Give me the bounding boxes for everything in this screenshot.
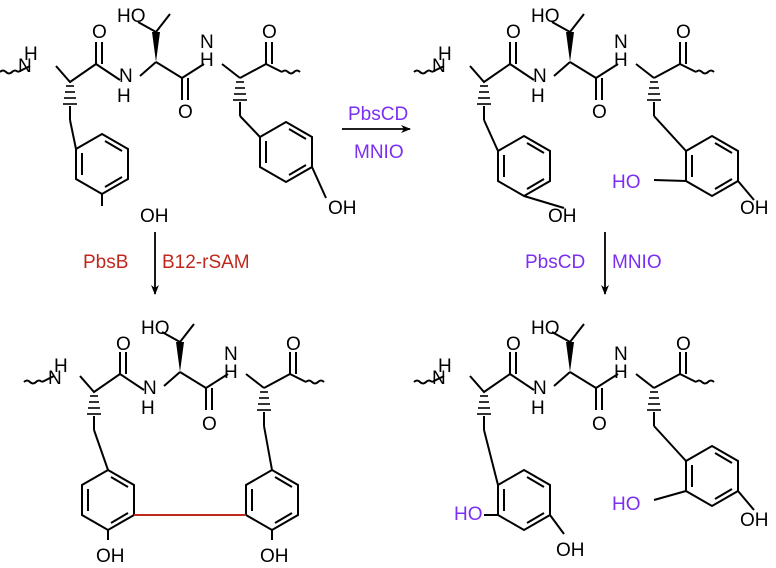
amide-h-label: H xyxy=(531,398,545,419)
amide-n-label: N xyxy=(200,32,214,53)
amide-n-label: N xyxy=(533,66,547,87)
thr-hydroxyl-label: HO xyxy=(531,6,560,27)
amide-h-label: H xyxy=(531,86,545,107)
nh-label-n: N xyxy=(432,368,446,389)
new-hydroxyl-label: HO xyxy=(612,172,641,193)
reagent-pbsb: PbsB xyxy=(83,252,128,273)
phenol-oh-label: OH xyxy=(548,206,577,227)
phenol-oh-label: OH xyxy=(328,198,357,219)
phenol-oh-label: OH xyxy=(556,540,585,561)
amide-n-label: N xyxy=(533,378,547,399)
amide-nh-label: H xyxy=(200,50,214,71)
amide-nh-label: H xyxy=(614,50,628,71)
carbonyl-o-label: O xyxy=(116,334,131,355)
nh-label-n: N xyxy=(18,56,32,77)
amide-h-label: H xyxy=(117,86,131,107)
amide-n-label: N xyxy=(119,66,133,87)
reagent-mnio: MNIO xyxy=(354,142,404,163)
tripeptide-starting-material xyxy=(0,13,327,206)
phenol-oh-label: OH xyxy=(740,510,769,531)
nh-label: H xyxy=(438,356,452,377)
amide-n-label: N xyxy=(224,344,238,365)
amide-n-label: N xyxy=(614,32,628,53)
carbonyl-o-label: O xyxy=(92,22,107,43)
tripeptide-bis-dihydroxylated xyxy=(413,323,755,535)
amide-h-label: H xyxy=(141,398,155,419)
tripeptide-crosslinked xyxy=(23,323,325,540)
carbonyl-o-label: O xyxy=(506,334,521,355)
amide-nh-label: H xyxy=(224,362,238,383)
amide-n-label: N xyxy=(614,344,628,365)
thr-hydroxyl-label: HO xyxy=(141,318,170,339)
carbonyl-o-label: O xyxy=(676,334,691,355)
amide-n-label: N xyxy=(143,378,157,399)
carbonyl-o-label: O xyxy=(676,22,691,43)
thr-hydroxyl-label: HO xyxy=(531,318,560,339)
tripeptide-mono-hydroxylated xyxy=(413,13,755,209)
nh-label: H xyxy=(24,44,38,65)
nh-label-n: N xyxy=(48,368,62,389)
phenol-oh-label: OH xyxy=(740,198,769,219)
nh-label: H xyxy=(54,356,68,377)
nh-label: H xyxy=(438,44,452,65)
carbonyl-o-label: O xyxy=(506,22,521,43)
phenol-oh-label: OH xyxy=(140,206,169,227)
new-hydroxyl-label: HO xyxy=(454,504,483,525)
phenol-oh-label: OH xyxy=(96,546,125,567)
new-hydroxyl-label: HO xyxy=(612,494,641,515)
phenol-oh-label: OH xyxy=(260,546,289,567)
thr-hydroxyl-label: HO xyxy=(117,6,146,27)
carbonyl-o-label: O xyxy=(178,102,193,123)
reagent-pbscd: PbsCD xyxy=(525,252,585,273)
reagent-b12rsam: B12-rSAM xyxy=(162,252,250,273)
carbonyl-o-label: O xyxy=(592,414,607,435)
reagent-pbscd: PbsCD xyxy=(348,104,408,125)
nh-label-n: N xyxy=(432,56,446,77)
carbonyl-o-label: O xyxy=(592,102,607,123)
carbonyl-o-label: O xyxy=(286,334,301,355)
amide-nh-label: H xyxy=(614,362,628,383)
carbonyl-o-label: O xyxy=(202,414,217,435)
reagent-mnio: MNIO xyxy=(612,252,662,273)
carbonyl-o-label: O xyxy=(262,22,277,43)
